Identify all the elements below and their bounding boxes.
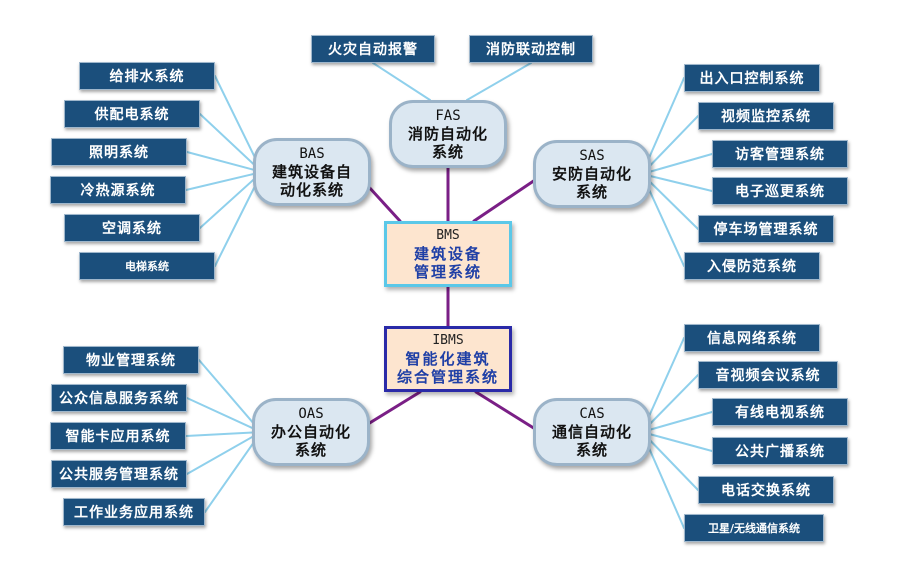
ibms-core-node: IBMS 智能化建筑 综合管理系统 xyxy=(384,326,512,392)
trunk-line-ibms-cas xyxy=(474,390,542,434)
bas-leaf-heat-source: 冷热源系统 xyxy=(50,176,186,204)
bas-leaf-lighting: 照明系统 xyxy=(51,138,187,166)
branch-line-oas-3 xyxy=(186,431,262,475)
oas-hub-node: OAS 办公自动化 系统 xyxy=(252,398,370,466)
bms-core-node: BMS 建筑设备 管理系统 xyxy=(384,221,512,287)
branch-line-fas-1 xyxy=(466,62,532,101)
branch-line-sas-1 xyxy=(641,115,699,175)
trunk-line-bas-bms xyxy=(366,184,402,223)
cas-hub-node: CAS 通信自动化 系统 xyxy=(533,398,651,466)
oas-leaf-business-app: 工作业务应用系统 xyxy=(63,498,205,526)
cas-leaf-av-conference: 音视频会议系统 xyxy=(698,361,838,389)
branch-line-oas-0 xyxy=(198,359,262,433)
branch-line-cas-1 xyxy=(641,374,699,433)
oas-name-line1: 办公自动化 xyxy=(270,423,351,441)
sas-hub-node: SAS 安防自动化 系统 xyxy=(533,140,651,208)
branch-line-sas-3 xyxy=(641,173,713,192)
oas-leaf-public-info: 公众信息服务系统 xyxy=(51,384,187,412)
fas-leaf-fire-linkage: 消防联动控制 xyxy=(469,35,593,63)
branch-line-bas-4 xyxy=(199,171,263,229)
bms-name-line2: 管理系统 xyxy=(413,263,482,281)
bas-leaf-power: 供配电系统 xyxy=(64,100,200,128)
oas-name-line2: 系统 xyxy=(294,441,327,459)
fas-leaf-fire-alarm: 火灾自动报警 xyxy=(311,35,435,63)
bas-leaf-water: 给排水系统 xyxy=(79,62,215,90)
branch-line-oas-2 xyxy=(185,431,262,437)
fas-hub-node: FAS 消防自动化 系统 xyxy=(389,100,507,168)
ibms-abbr: IBMS xyxy=(432,333,464,348)
oas-leaf-property: 物业管理系统 xyxy=(63,346,199,374)
trunk-line-sas-bms xyxy=(472,176,540,223)
cas-leaf-cable-tv: 有线电视系统 xyxy=(712,398,848,426)
oas-abbr: OAS xyxy=(298,406,324,422)
cas-leaf-satellite: 卫星/无线通信系统 xyxy=(684,514,824,542)
cas-leaf-broadcast: 公共广播系统 xyxy=(712,437,848,465)
fas-name-line1: 消防自动化 xyxy=(407,125,488,143)
sas-leaf-patrol: 电子巡更系统 xyxy=(712,177,848,205)
sas-leaf-intrusion: 入侵防范系统 xyxy=(684,252,820,280)
branch-line-cas-2 xyxy=(641,411,713,433)
branch-line-oas-1 xyxy=(186,397,262,433)
cas-leaf-telephone: 电话交换系统 xyxy=(698,476,834,504)
cas-name-line2: 系统 xyxy=(575,441,608,459)
fas-name-line2: 系统 xyxy=(431,143,464,161)
bas-leaf-elevator: 电梯系统 xyxy=(79,252,215,280)
sas-name-line2: 系统 xyxy=(575,183,608,201)
cas-abbr: CAS xyxy=(579,406,605,422)
fas-abbr: FAS xyxy=(435,108,461,124)
branch-line-bas-3 xyxy=(185,171,263,191)
branch-line-sas-4 xyxy=(641,173,699,230)
branch-line-bas-1 xyxy=(199,113,263,173)
cas-leaf-network: 信息网络系统 xyxy=(684,324,820,352)
bms-abbr: BMS xyxy=(436,228,460,243)
sas-leaf-parking: 停车场管理系统 xyxy=(698,215,834,243)
sas-abbr: SAS xyxy=(579,148,605,164)
oas-leaf-smart-card: 智能卡应用系统 xyxy=(50,422,186,450)
branch-line-cas-3 xyxy=(641,431,713,452)
branch-line-sas-2 xyxy=(641,153,713,175)
bas-abbr: BAS xyxy=(299,146,325,162)
branch-line-fas-0 xyxy=(372,62,431,101)
bas-hub-node: BAS 建筑设备自 动化系统 xyxy=(253,138,371,206)
branch-line-cas-4 xyxy=(641,431,699,491)
bas-name-line2: 动化系统 xyxy=(279,181,344,199)
bms-name-line1: 建筑设备 xyxy=(413,245,482,263)
sas-leaf-visitor: 访客管理系统 xyxy=(712,140,848,168)
sas-name-line1: 安防自动化 xyxy=(551,165,632,183)
sas-leaf-access-control: 出入口控制系统 xyxy=(684,64,820,92)
branch-line-oas-4 xyxy=(204,431,262,513)
branch-line-bas-2 xyxy=(186,151,263,173)
ibms-name-line1: 智能化建筑 xyxy=(405,350,491,368)
ibms-name-line2: 综合管理系统 xyxy=(396,368,499,386)
cas-name-line1: 通信自动化 xyxy=(551,423,632,441)
bas-leaf-hvac: 空调系统 xyxy=(64,214,200,242)
bas-name-line1: 建筑设备自 xyxy=(271,163,352,181)
sas-leaf-video-surveillance: 视频监控系统 xyxy=(698,102,834,130)
oas-leaf-public-service: 公共服务管理系统 xyxy=(51,460,187,488)
